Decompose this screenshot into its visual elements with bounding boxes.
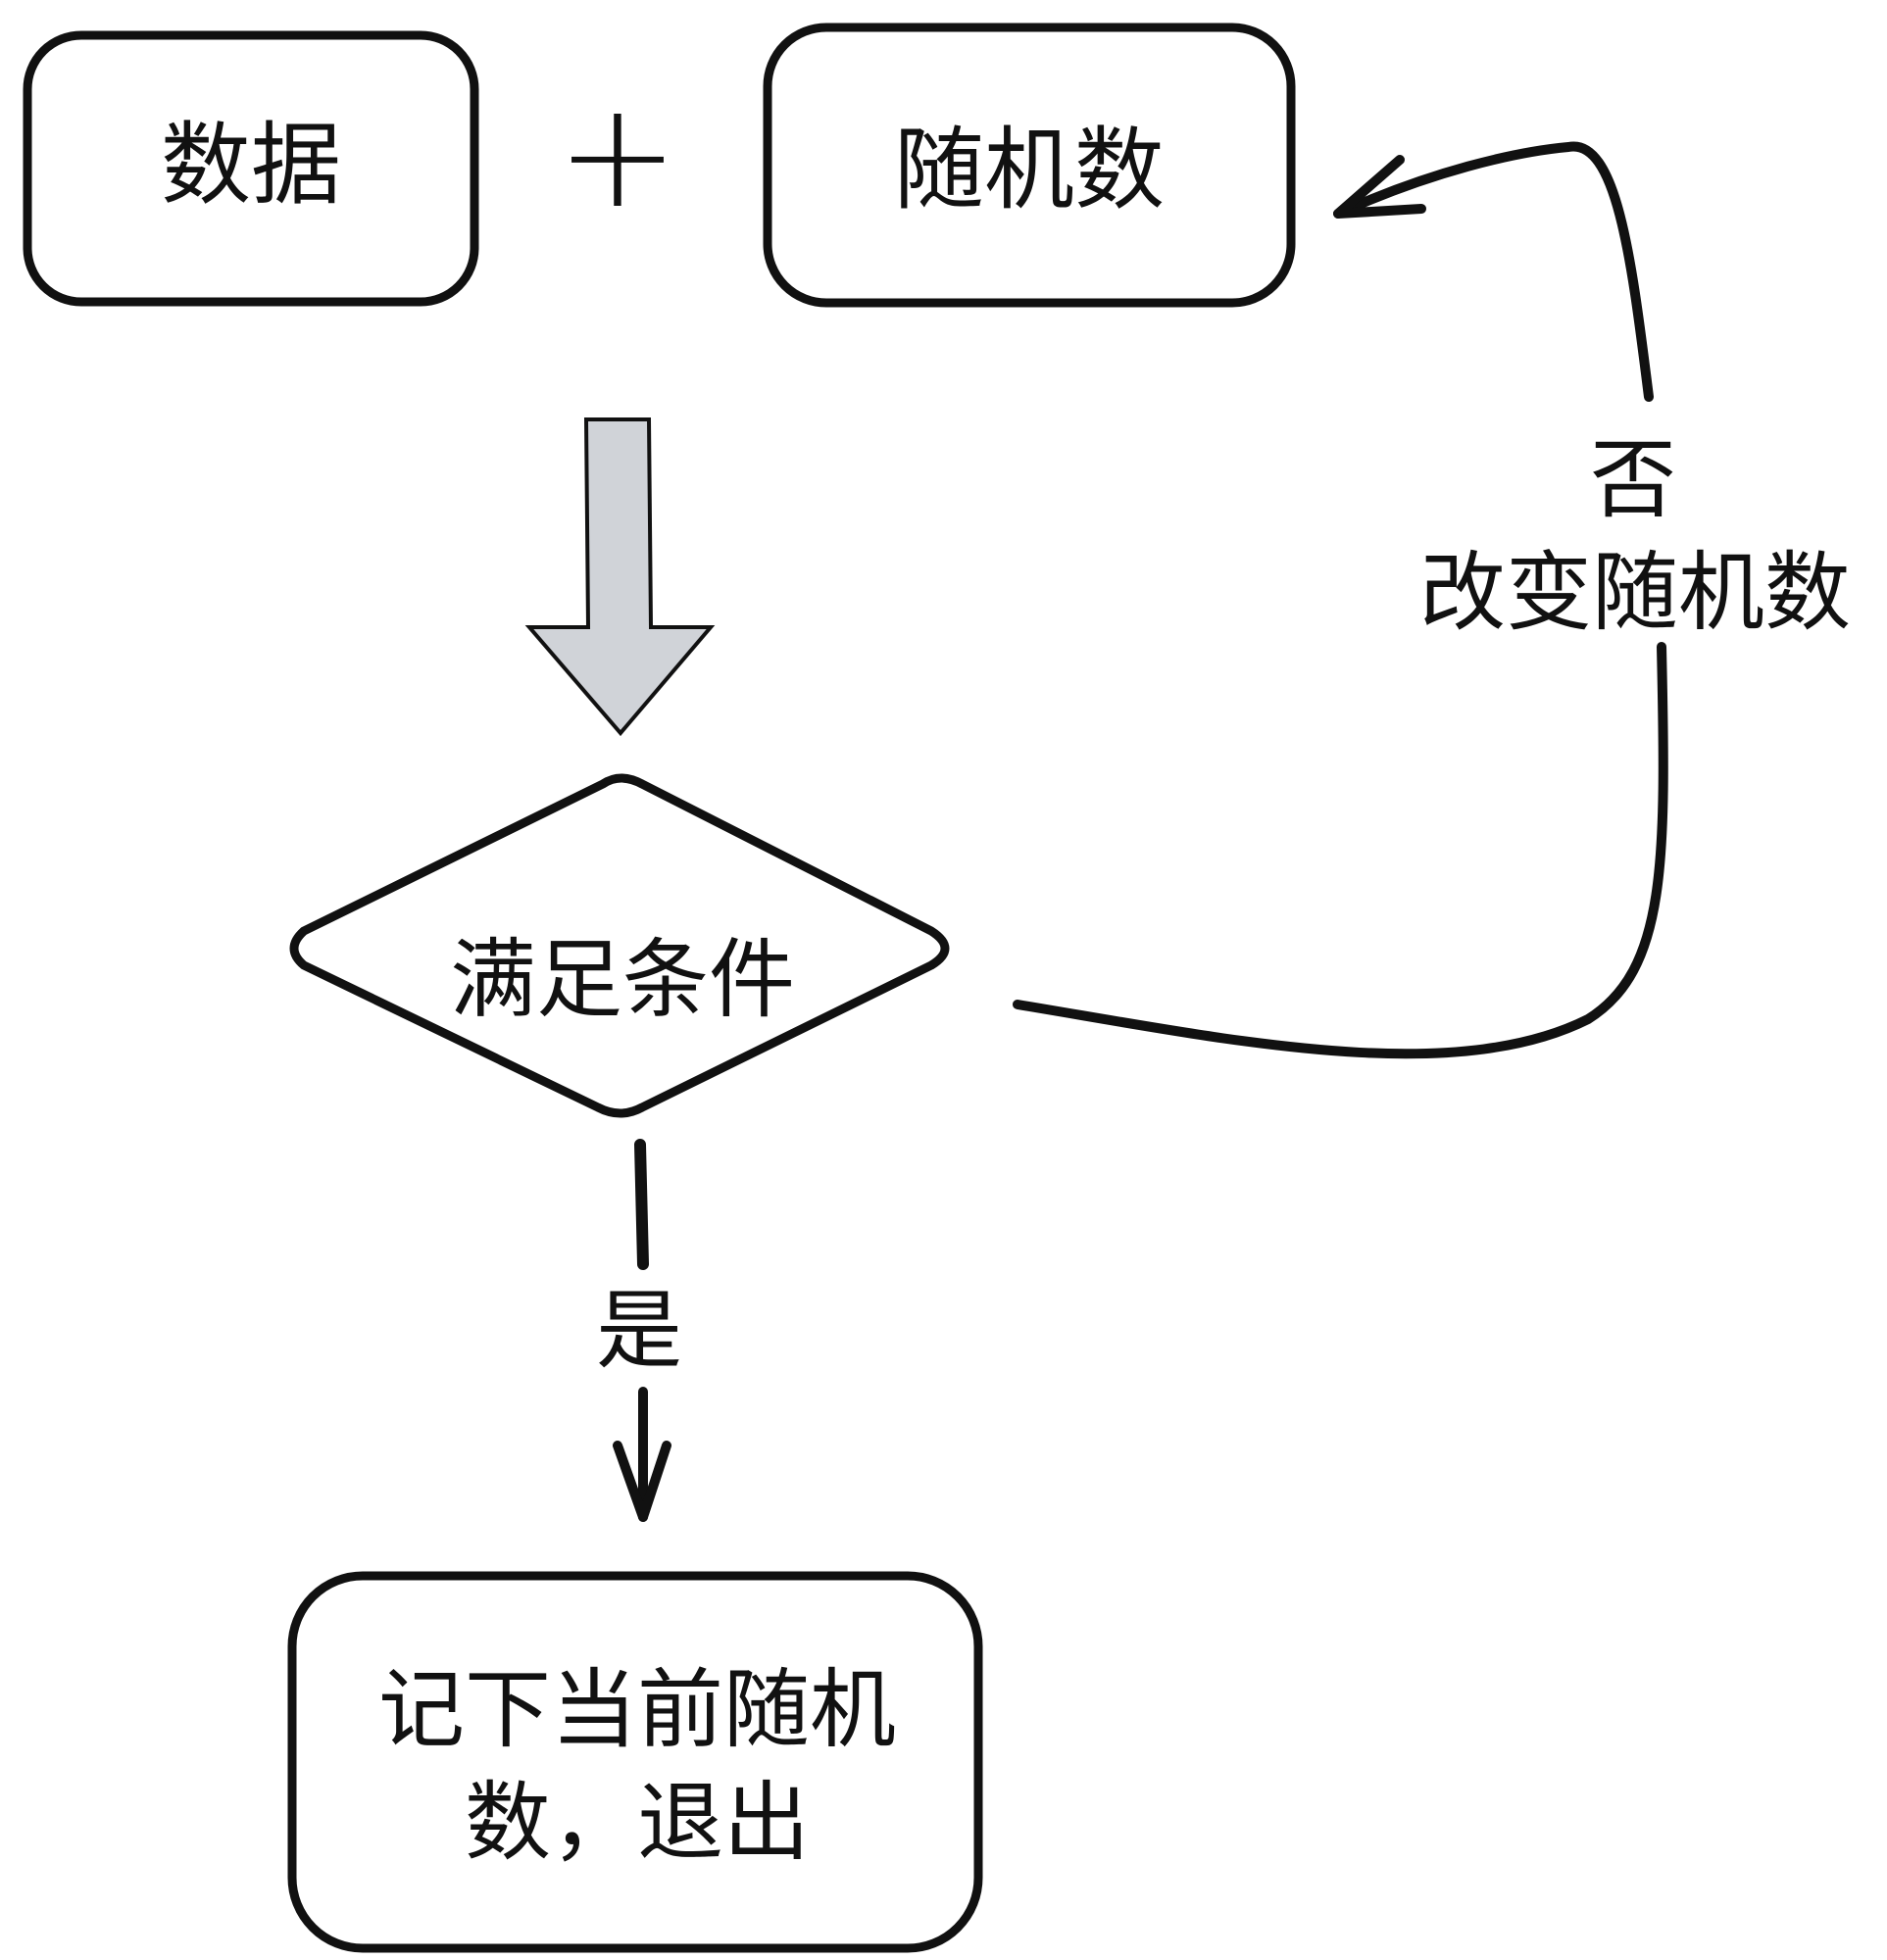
node-random-number-box: [763, 23, 1296, 308]
node-condition-label: 满足条件: [450, 929, 795, 1030]
edge-no-line-lower: [1013, 642, 1668, 1059]
edge-no-label: 否: [1590, 429, 1676, 530]
node-result-box: [287, 1571, 983, 1953]
node-data: 数据: [23, 30, 479, 307]
edge-yes-branch: 是: [596, 1139, 682, 1522]
node-condition-diamond: [289, 773, 950, 1118]
plus-operator: +: [556, 71, 679, 241]
edge-no-branch: 否 改变随机数: [1013, 141, 1851, 1059]
node-result-label-line1: 记下当前随机: [378, 1659, 896, 1760]
node-condition: 满足条件: [289, 773, 950, 1118]
node-data-label: 数据: [161, 113, 341, 218]
node-data-box: [23, 30, 479, 307]
big-down-arrow: [524, 417, 716, 737]
edge-no-arrowhead: [1333, 155, 1426, 219]
node-result: 记下当前随机 数，退出: [287, 1571, 983, 1953]
edge-no-line-upper: [1333, 141, 1654, 402]
edge-yes-label: 是: [596, 1280, 682, 1381]
node-result-label-line2: 数，退出: [465, 1772, 810, 1873]
node-random-number-label: 随机数: [894, 118, 1165, 222]
edge-yes-line-upper: [634, 1139, 649, 1270]
edge-no-sublabel: 改变随机数: [1419, 542, 1851, 643]
edge-yes-arrowhead: [613, 1441, 671, 1522]
node-random-number: 随机数: [763, 23, 1296, 308]
